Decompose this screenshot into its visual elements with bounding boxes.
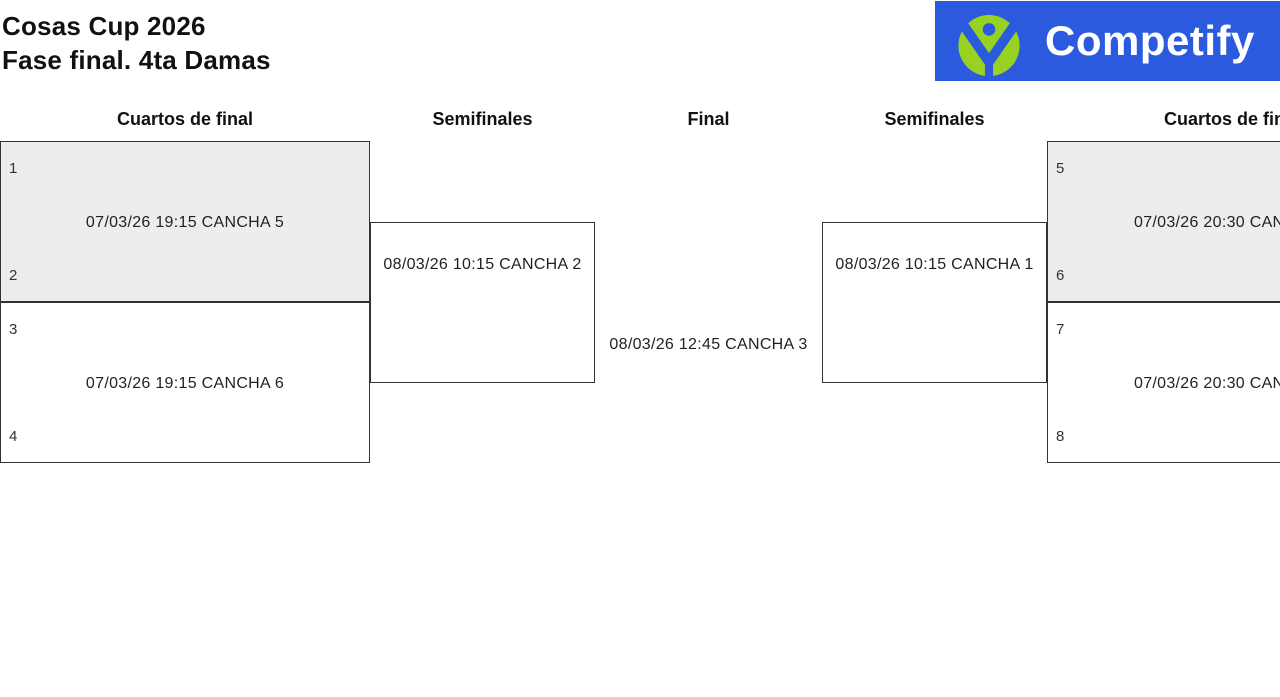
- match-box-sf-left[interactable]: 08/03/26 10:15 CANCHA 2: [370, 222, 595, 383]
- person-in-circle-icon: [956, 15, 1022, 78]
- seed-number: 8: [1056, 428, 1065, 445]
- round-header-cuartos-left: Cuartos de final: [116, 109, 254, 129]
- round-header-final: Final: [687, 109, 730, 129]
- round-header-cuartos-right: Cuartos de final: [1163, 109, 1280, 129]
- page-title: Cosas Cup 2026 Fase final. 4ta Damas: [2, 9, 271, 77]
- brand-wordmark: Competify: [1045, 17, 1255, 64]
- match-box-qf2[interactable]: 3 07/03/26 19:15 CANCHA 6 4: [0, 302, 370, 463]
- match-box-qf3[interactable]: 5 07/03/26 20:30 CAN 6: [1047, 141, 1280, 302]
- seed-number: 4: [9, 428, 18, 445]
- seed-number: 5: [1056, 160, 1065, 177]
- match-schedule: 07/03/26 19:15 CANCHA 6: [85, 375, 285, 392]
- round-header-semifinales-right: Semifinales: [884, 109, 985, 129]
- match-schedule: 08/03/26 10:15 CANCHA 1: [835, 256, 1034, 273]
- match-schedule: 07/03/26 19:15 CANCHA 5: [85, 214, 285, 231]
- match-box-qf4[interactable]: 7 07/03/26 20:30 CAN 8: [1047, 302, 1280, 463]
- seed-number: 6: [1056, 267, 1065, 284]
- seed-number: 7: [1056, 321, 1065, 338]
- round-header-semifinales-left: Semifinales: [432, 109, 533, 129]
- seed-number: 1: [9, 160, 18, 177]
- match-schedule: 07/03/26 20:30 CAN: [1134, 214, 1280, 231]
- seed-number: 2: [9, 267, 18, 284]
- match-box-qf1[interactable]: 1 07/03/26 19:15 CANCHA 5 2: [0, 141, 370, 302]
- match-schedule-final: 08/03/26 12:45 CANCHA 3: [609, 336, 808, 353]
- competify-logo[interactable]: Competify: [935, 1, 1280, 81]
- seed-number: 3: [9, 321, 18, 338]
- match-box-sf-right[interactable]: 08/03/26 10:15 CANCHA 1: [822, 222, 1047, 383]
- phase-name: Fase final. 4ta Damas: [2, 45, 271, 75]
- match-schedule: 07/03/26 20:30 CAN: [1134, 375, 1280, 392]
- match-schedule: 08/03/26 10:15 CANCHA 2: [383, 256, 582, 273]
- tournament-name: Cosas Cup 2026: [2, 11, 206, 41]
